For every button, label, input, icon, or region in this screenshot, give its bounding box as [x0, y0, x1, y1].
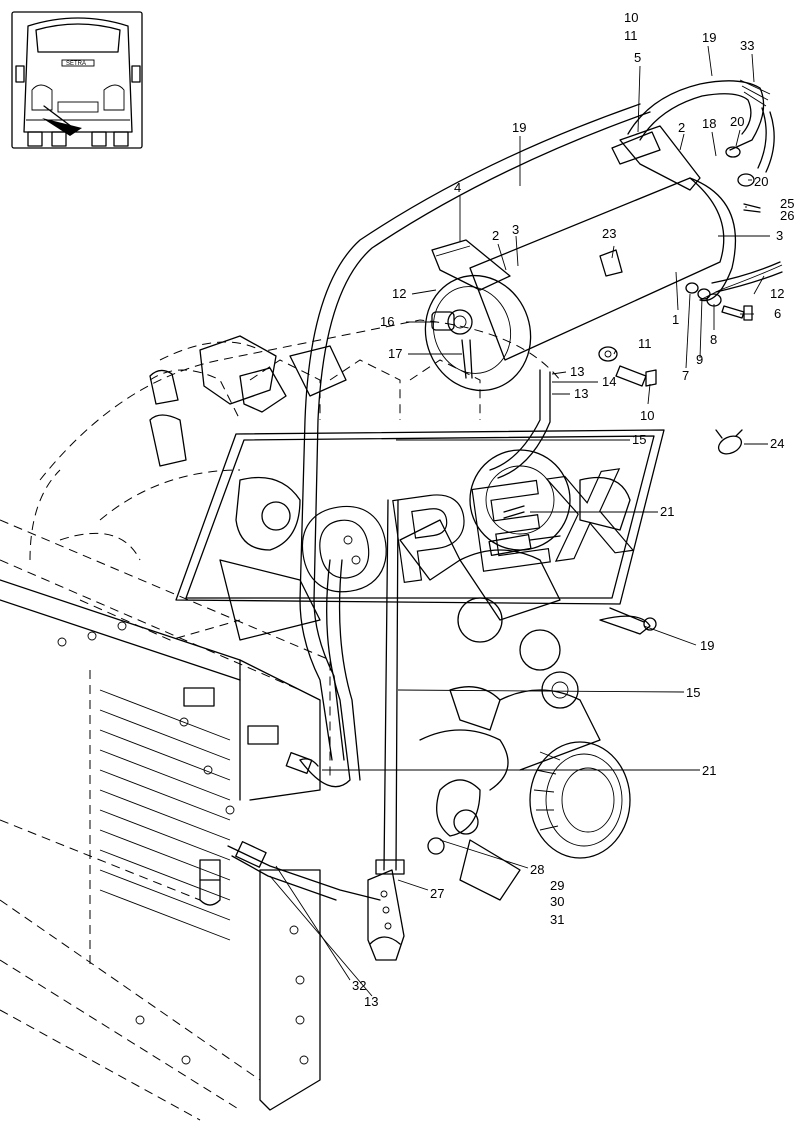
inset-badge-text: SETRA [66, 61, 86, 67]
callout-24: 24 [770, 436, 784, 451]
callout-11: 11 [624, 28, 638, 43]
washer-bolt-11-10 [598, 346, 657, 387]
callout-21: 21 [660, 504, 674, 519]
callout-6: 6 [774, 306, 781, 321]
engine-components [149, 335, 651, 671]
bracket-rear [611, 125, 701, 191]
hose-lower-fitting [227, 752, 381, 901]
callout-8: 8 [710, 332, 717, 347]
hose-pair-top [627, 79, 775, 187]
callout-20: 20 [754, 174, 768, 189]
callout-2: 2 [492, 228, 499, 243]
callout-32: 32 [352, 978, 366, 993]
radiator-phantom [0, 519, 331, 1121]
callout-28: 28 [530, 862, 544, 877]
callout-7: 7 [682, 368, 689, 383]
connector-19-clip [609, 607, 657, 631]
callout-11: 11 [638, 336, 652, 351]
pipe-vertical-15 [375, 499, 405, 875]
radiator-frame [0, 579, 321, 1111]
callout-14: 14 [602, 374, 616, 389]
callout-18: 18 [702, 116, 716, 131]
leader-lines [269, 45, 770, 997]
watermark-text: OPEX [289, 443, 638, 622]
callout-10: 10 [640, 408, 654, 423]
connector-21-upper [488, 505, 561, 557]
callout-1: 1 [672, 312, 679, 327]
callout-13: 13 [364, 994, 378, 1009]
callout-12: 12 [770, 286, 784, 301]
callout-3: 3 [512, 222, 519, 237]
compressor-pulley [419, 671, 631, 901]
bolt-6-washers-7-8-9 [685, 282, 753, 321]
bracket-front [431, 239, 511, 291]
hose-clamp-24 [715, 429, 743, 455]
callout-17: 17 [388, 346, 402, 361]
callout-27: 27 [430, 886, 444, 901]
callout-15: 15 [686, 685, 700, 700]
callout-16: 16 [380, 314, 394, 329]
callout-15: 15 [632, 432, 646, 447]
callout-19: 19 [702, 30, 716, 45]
callout-9: 9 [696, 352, 703, 367]
inset-coach-rear-view: SETRA [11, 11, 143, 149]
callout-labels: 10 11 19 33 5 19 2 18 20 20 25 26 4 2 3 … [352, 10, 794, 1009]
callout-13: 13 [570, 364, 584, 379]
callout-23: 23 [602, 226, 616, 241]
callout-19: 19 [700, 638, 714, 653]
callout-5: 5 [634, 50, 641, 65]
callout-20: 20 [730, 114, 744, 129]
callout-25: 25 [780, 196, 794, 211]
callout-31: 31 [550, 912, 564, 927]
hose-19-loop [299, 103, 651, 761]
callout-26: 26 [780, 208, 794, 223]
callout-2: 2 [678, 120, 685, 135]
callout-10: 10 [624, 10, 638, 25]
support-bracket-27 [367, 869, 405, 961]
callout-13: 13 [574, 386, 588, 401]
callout-29: 29 [550, 878, 564, 893]
callout-12: 12 [392, 286, 406, 301]
hose-13 [299, 369, 551, 788]
bolt-25-26 [743, 203, 761, 213]
filter-housing-cylinder [424, 177, 783, 392]
engine-frame [175, 429, 665, 605]
callout-19: 19 [512, 120, 526, 135]
callout-4: 4 [454, 180, 461, 195]
callout-3: 3 [776, 228, 783, 243]
callout-33: 33 [740, 38, 754, 53]
watermark: OPEX [288, 443, 638, 623]
callout-21: 21 [702, 763, 716, 778]
callout-30: 30 [550, 894, 564, 909]
